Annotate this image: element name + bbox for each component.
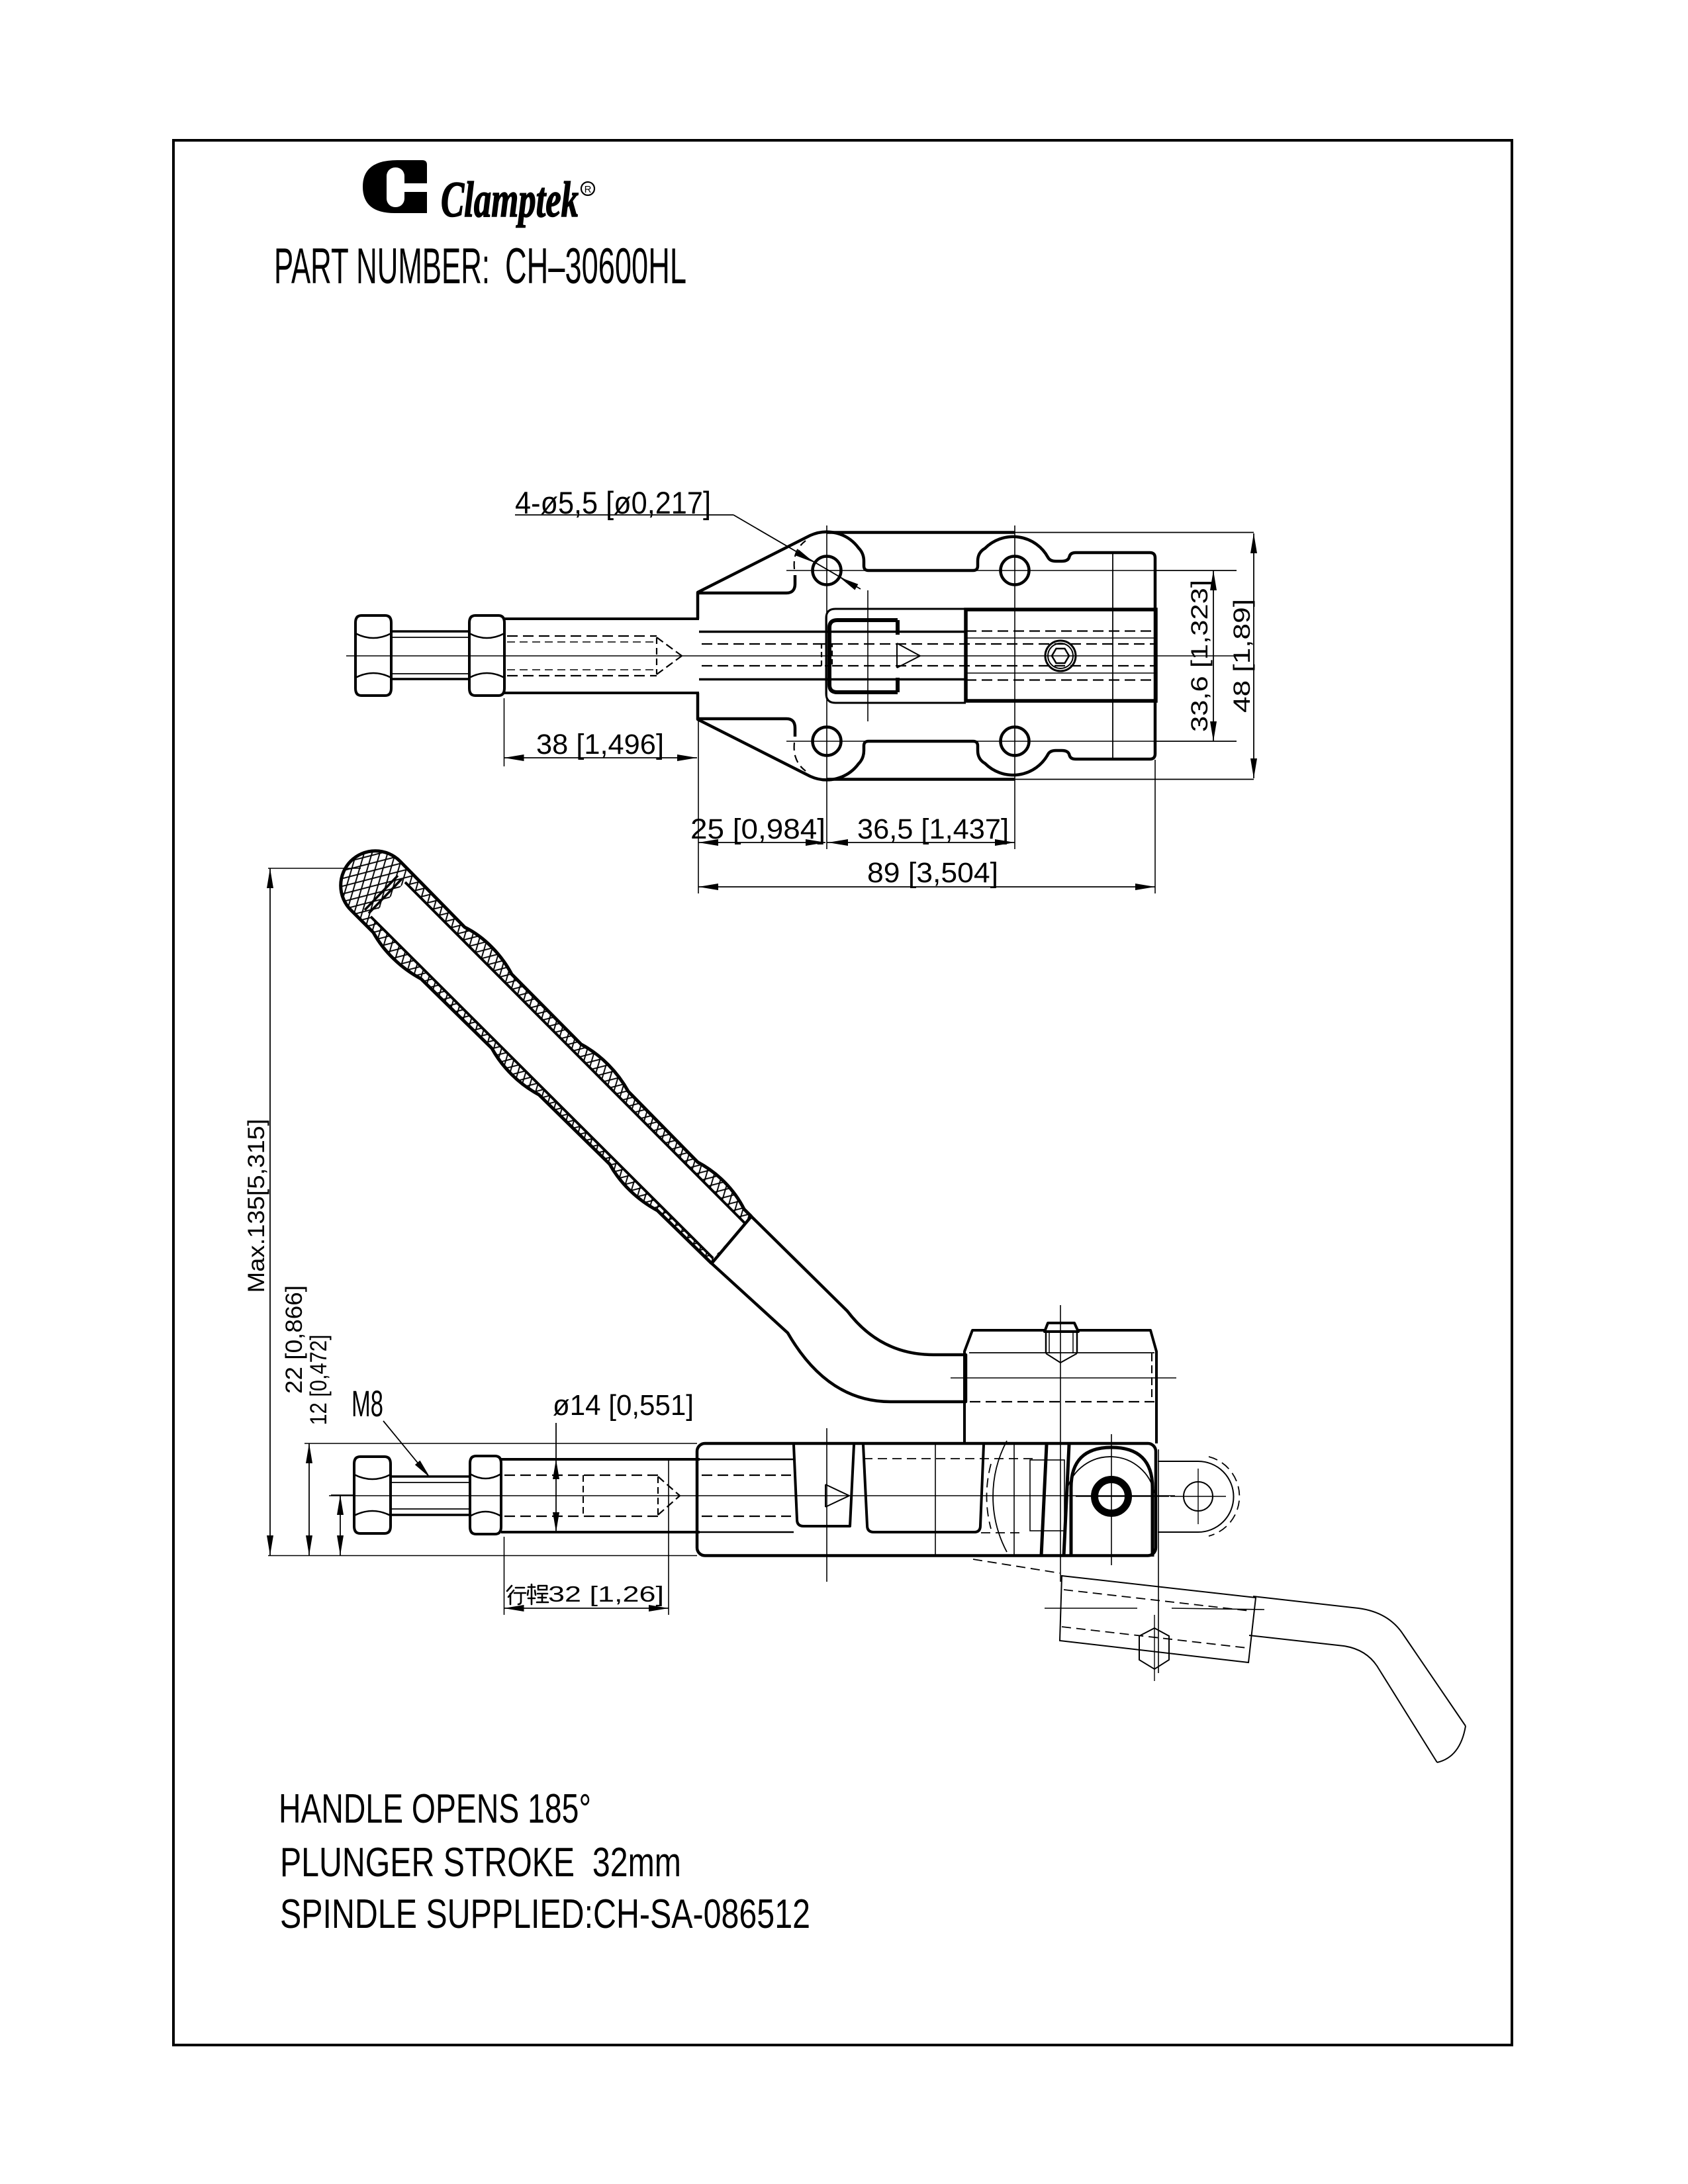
svg-text:R: R bbox=[585, 184, 592, 195]
svg-text:Clamptek: Clamptek bbox=[441, 172, 579, 228]
svg-text:PLUNGER STROKE 32mm: PLUNGER STROKE 32mm bbox=[280, 1840, 681, 1886]
svg-text:HANDLE OPENS 185°: HANDLE OPENS 185° bbox=[279, 1786, 591, 1832]
svg-text:ø14 [0,551]: ø14 [0,551] bbox=[553, 1389, 694, 1422]
svg-text:32 [1,26]: 32 [1,26] bbox=[548, 1582, 664, 1606]
svg-text:M8: M8 bbox=[352, 1383, 383, 1424]
svg-text:89 [3,504]: 89 [3,504] bbox=[867, 857, 998, 889]
svg-text:48 [1,89]: 48 [1,89] bbox=[1229, 599, 1255, 713]
svg-text:33,6 [1,323]: 33,6 [1,323] bbox=[1187, 580, 1213, 732]
svg-text:38 [1,496]: 38 [1,496] bbox=[536, 729, 664, 760]
svg-text:25 [0,984]: 25 [0,984] bbox=[690, 813, 825, 845]
svg-text:CH–30600HL: CH–30600HL bbox=[505, 238, 686, 295]
svg-text:22 [0,866]: 22 [0,866] bbox=[281, 1285, 307, 1394]
svg-text:Max.135[5,315]: Max.135[5,315] bbox=[244, 1119, 269, 1293]
svg-text:12 [0,472]: 12 [0,472] bbox=[306, 1335, 332, 1426]
svg-text:PART NUMBER:: PART NUMBER: bbox=[274, 238, 490, 295]
svg-text:SPINDLE SUPPLIED:CH-SA-086512: SPINDLE SUPPLIED:CH-SA-086512 bbox=[280, 1891, 810, 1937]
svg-text:36,5 [1,437]: 36,5 [1,437] bbox=[857, 813, 1009, 845]
